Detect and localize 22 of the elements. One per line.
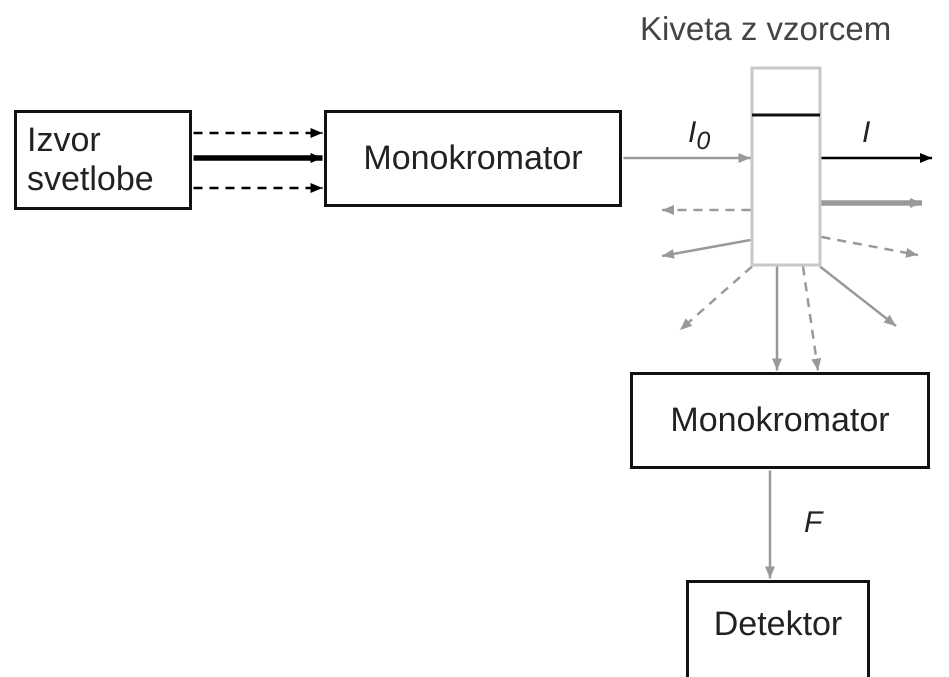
cuvette-heading: Kiveta z vzorcem	[640, 10, 892, 48]
arrow	[822, 153, 932, 163]
edge-label: I$_{0}$	[688, 118, 710, 154]
monochromator-box: Monokromator	[324, 110, 622, 207]
arrow	[772, 266, 782, 370]
arrow	[765, 470, 775, 578]
arrow	[194, 153, 322, 163]
arrow	[822, 198, 922, 208]
arrow	[819, 266, 897, 327]
edge-label: I	[862, 118, 870, 148]
edge-label: F	[804, 508, 822, 538]
light-source-box: Izvor svetlobe	[14, 110, 192, 210]
arrow	[194, 183, 322, 193]
arrow	[802, 266, 822, 371]
arrow	[624, 153, 750, 163]
arrow	[662, 238, 751, 259]
detector-box: Detektor	[686, 580, 870, 677]
arrow	[194, 128, 322, 138]
arrow	[679, 266, 753, 331]
arrow	[662, 205, 750, 215]
arrow	[821, 236, 918, 258]
monochromator-box: Monokromator	[630, 372, 930, 469]
